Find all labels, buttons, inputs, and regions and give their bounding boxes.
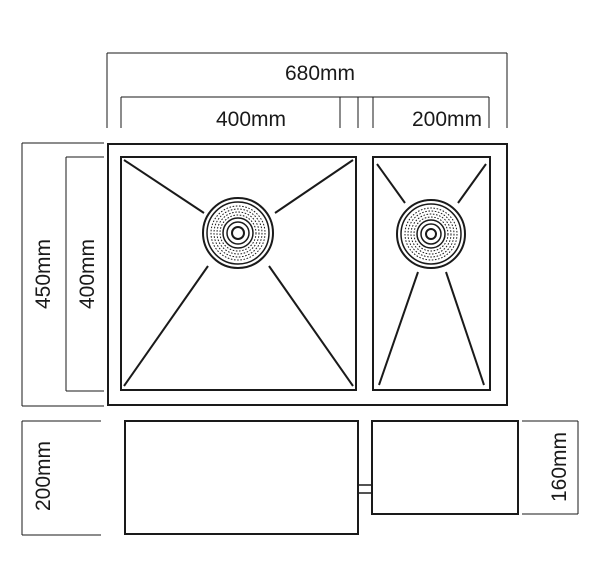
drain-strainer-icon (396, 199, 466, 269)
small-bowl-height-dimension: 160mm (522, 420, 579, 515)
bowl-depth-label: 400mm (76, 239, 99, 309)
overall-depth-label: 450mm (32, 239, 55, 309)
small-bowl (372, 156, 491, 391)
large-bowl-side (124, 420, 359, 535)
sink-side-view (124, 420, 519, 535)
large-bowl-width-label: 400mm (216, 108, 286, 131)
overall-width-label: 680mm (285, 62, 355, 85)
small-bowl-width-label: 200mm (412, 108, 482, 131)
bowl-depth-dimension: 400mm (65, 156, 104, 392)
drain-strainer-icon (202, 197, 274, 269)
large-bowl (120, 156, 357, 391)
large-bowl-height-dimension: 200mm (21, 420, 101, 536)
sink-top-view (107, 143, 508, 406)
small-bowl-height-label: 160mm (548, 432, 571, 502)
sink-outer-rim (107, 143, 508, 406)
overflow-connector (357, 484, 373, 494)
overall-width-dimension: 680mm (106, 52, 508, 128)
large-bowl-height-label: 200mm (32, 441, 55, 511)
small-bowl-side (371, 420, 519, 515)
overall-depth-dimension: 450mm (21, 142, 104, 407)
bowl-width-dimension: 400mm 200mm (120, 96, 490, 131)
